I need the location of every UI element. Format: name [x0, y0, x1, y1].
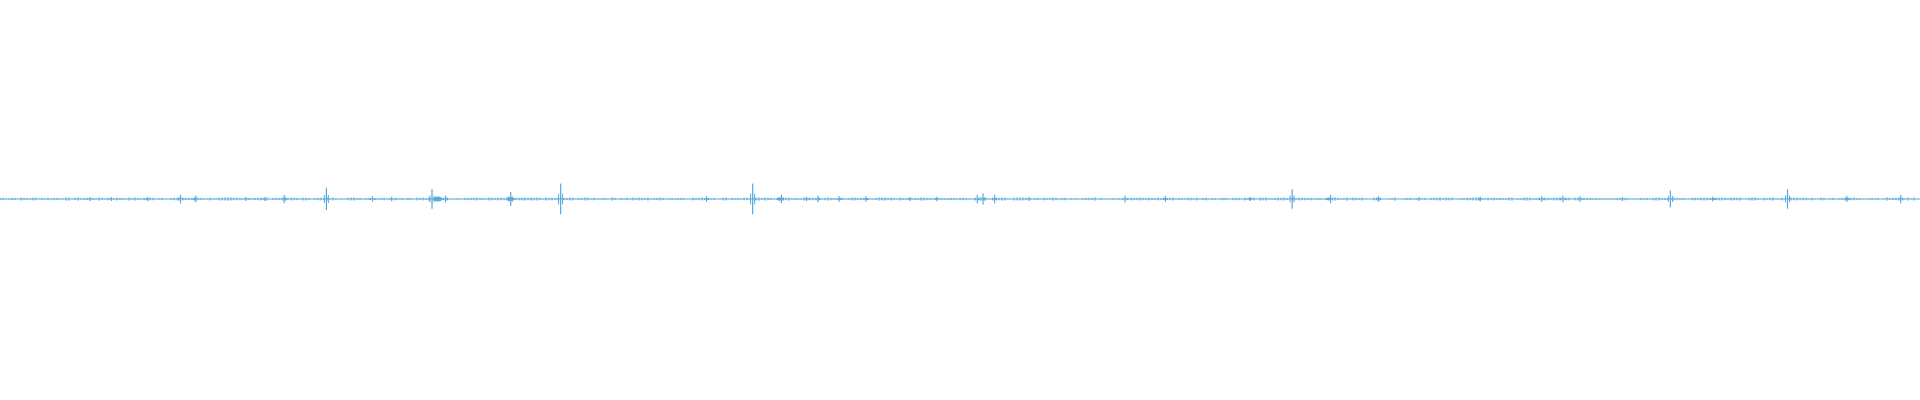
waveform-burst: [432, 196, 444, 202]
